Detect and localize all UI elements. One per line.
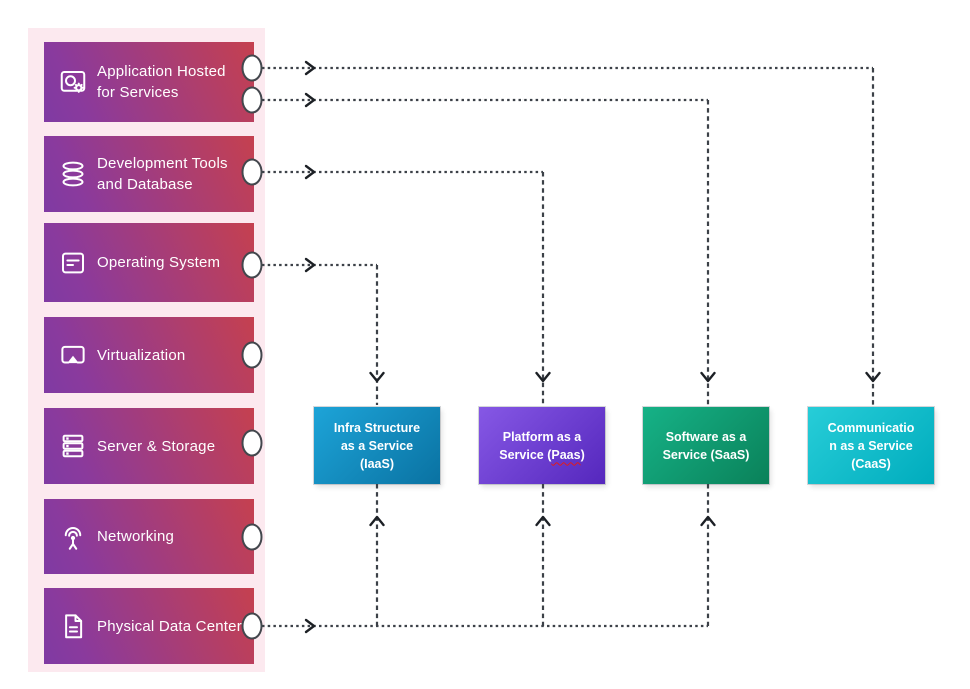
os-window-icon (62, 252, 84, 273)
arrowhead-down-icon (865, 371, 881, 383)
arrowhead-right-icon (304, 60, 316, 76)
layer-label: Operating System (97, 254, 221, 271)
service-label-line: Communicatio (827, 420, 915, 435)
arrowhead-right-icon (304, 257, 316, 273)
service-node-iaas[interactable]: Infra Structure as a Service (IaaS) (314, 407, 440, 484)
service-label-line: Service (Paas) (499, 446, 585, 464)
arrowhead-down-icon (700, 371, 716, 383)
server-rack-icon (62, 434, 84, 458)
arrowhead-up-icon (369, 515, 385, 527)
layer-label: Networking (97, 528, 175, 545)
database-icon (62, 161, 84, 187)
layer-node-operating-system[interactable]: Operating System (44, 223, 254, 302)
layer-node-server-storage[interactable]: Server & Storage (44, 408, 254, 484)
screen-cast-icon (61, 345, 85, 364)
misspelled-word: Paas (551, 447, 581, 462)
service-label-line: Software as a (665, 429, 747, 444)
service-label-text: ) (580, 447, 585, 462)
service-node-paas[interactable]: Platform as a Service (Paas) (479, 407, 605, 484)
layer-node-virtualization[interactable]: Virtualization (44, 317, 254, 393)
layer-node-application-hosted[interactable]: Application Hosted for Services (44, 42, 254, 122)
service-node-caas[interactable]: Communicatio n as a Service (CaaS) (808, 407, 934, 484)
arrowhead-right-icon (304, 618, 316, 634)
service-label-line: as a Service (340, 438, 414, 453)
antenna-icon (64, 526, 82, 550)
arrowhead-right-icon (304, 92, 316, 108)
arrowhead-down-icon (535, 371, 551, 383)
layer-label: Development Tools and Database (97, 155, 228, 193)
service-label-line: Service (SaaS) (662, 447, 750, 462)
arrowhead-down-icon (369, 371, 385, 383)
service-label-line: Infra Structure (333, 420, 421, 435)
layer-label: Server & Storage (97, 437, 216, 455)
service-label-line: (CaaS) (851, 456, 891, 471)
layer-label: Virtualization (97, 346, 186, 364)
service-node-saas[interactable]: Software as a Service (SaaS) (643, 407, 769, 484)
arrowhead-up-icon (700, 515, 716, 527)
arrowhead-up-icon (535, 515, 551, 527)
service-label-line: (IaaS) (359, 456, 395, 471)
service-label-line: n as a Service (829, 438, 913, 453)
layer-node-networking[interactable]: Networking (44, 499, 254, 574)
layer-label: Application Hosted for Services (97, 63, 226, 101)
app-settings-icon (60, 71, 86, 93)
layer-node-dev-tools-database[interactable]: Development Tools and Database (44, 136, 254, 212)
service-label-text: Service ( (499, 447, 552, 462)
layer-node-physical-data-center[interactable]: Physical Data Center (44, 588, 254, 664)
arrowhead-right-icon (304, 164, 316, 180)
layer-label: Physical Data Center (97, 617, 242, 635)
service-label-line: Platform as a (502, 429, 582, 444)
document-icon (65, 614, 83, 639)
